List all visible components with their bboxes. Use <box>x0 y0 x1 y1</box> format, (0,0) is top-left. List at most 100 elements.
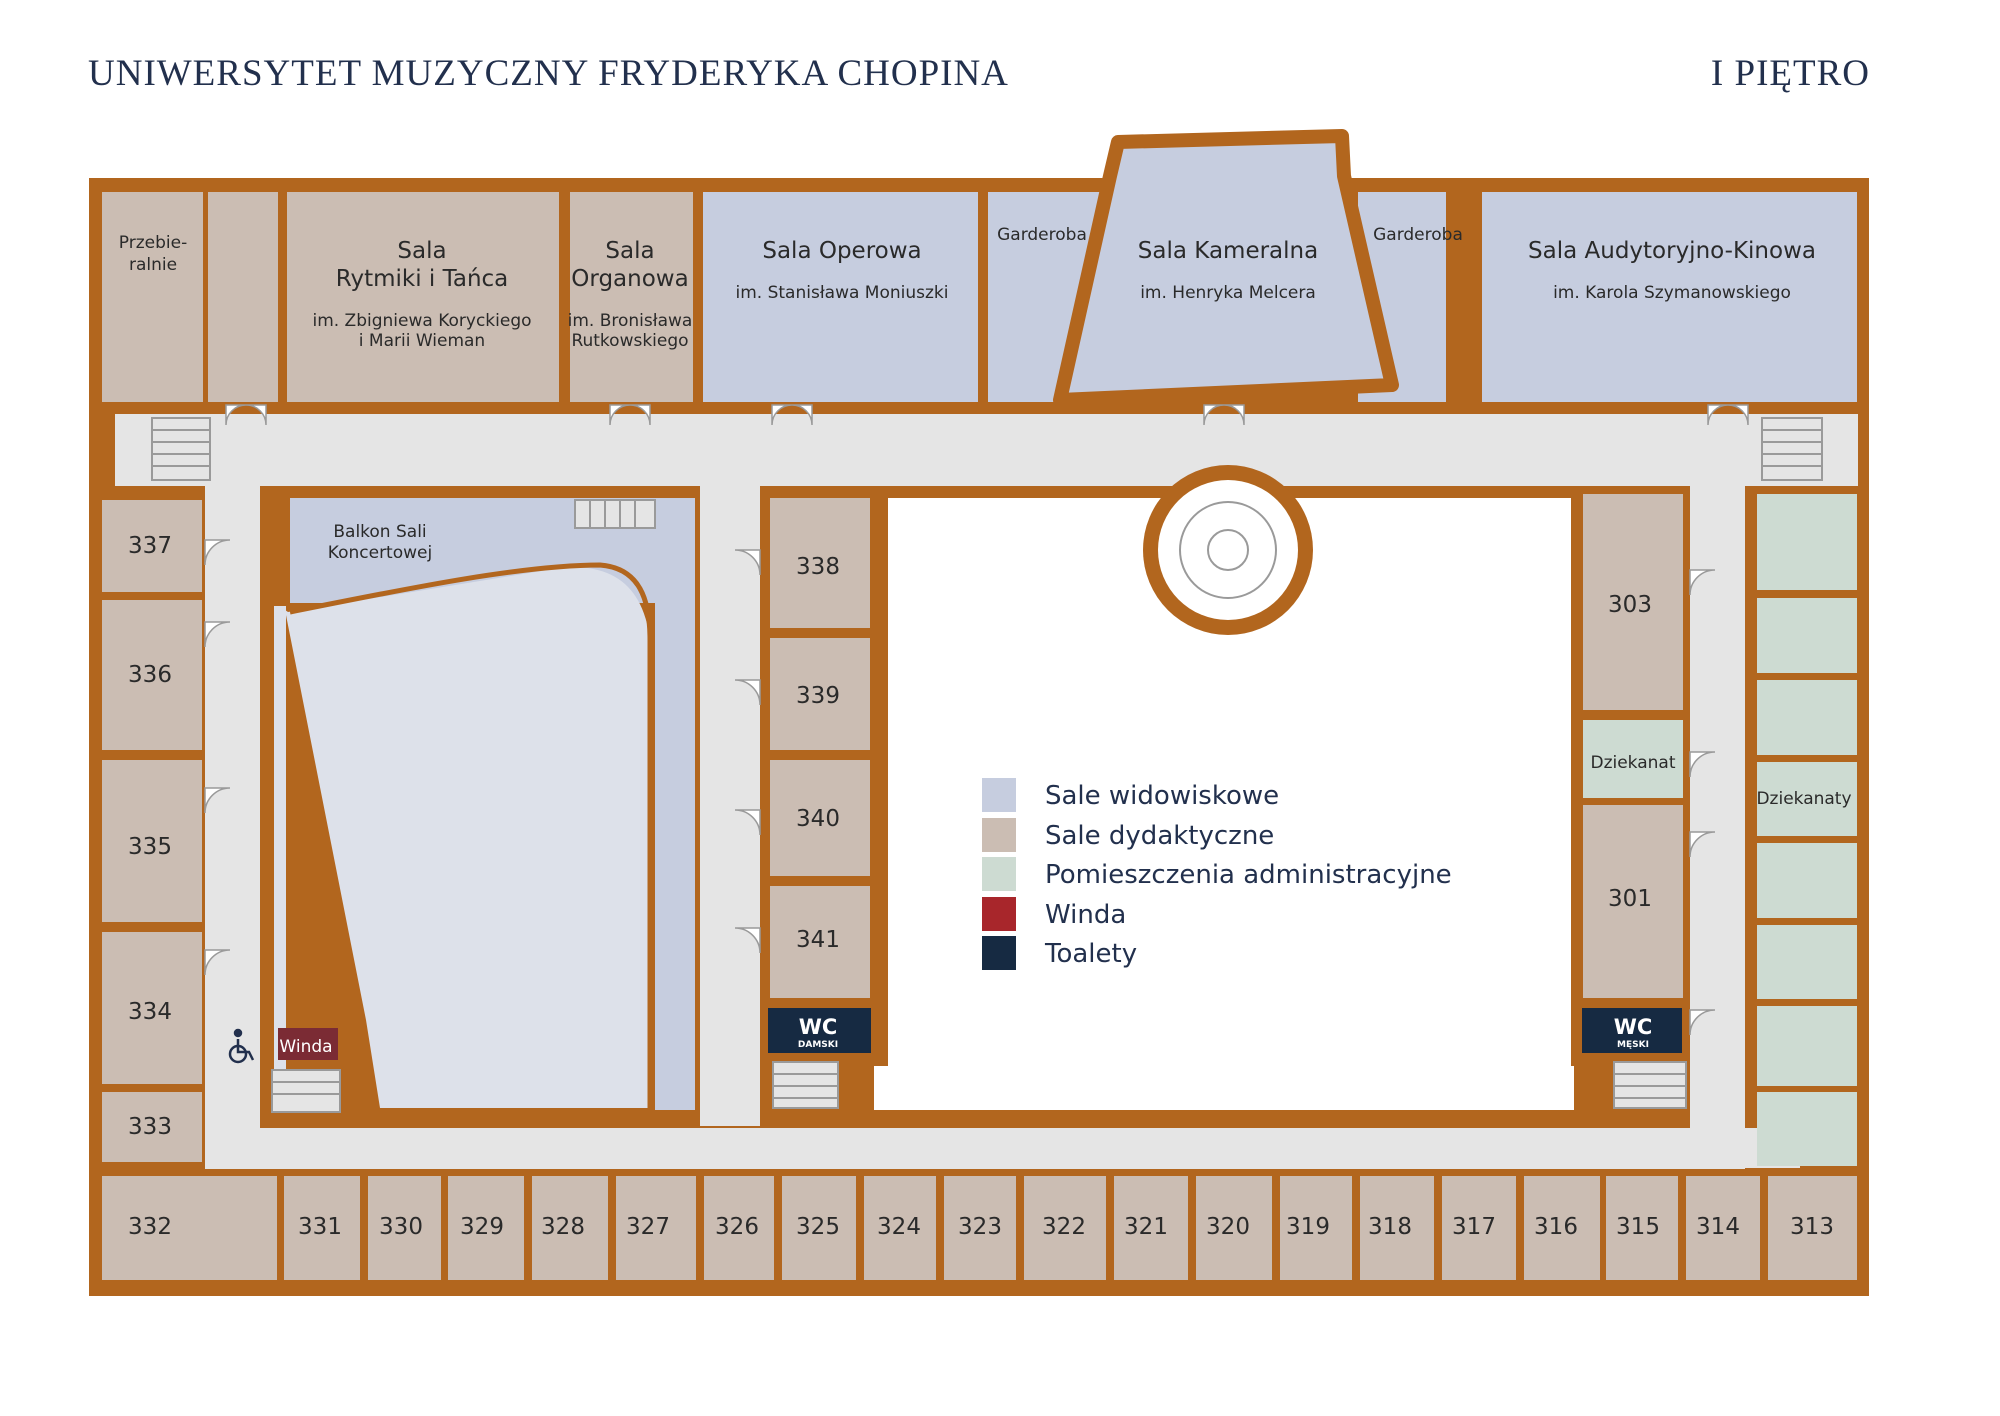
room-318[interactable] <box>1360 1176 1434 1280</box>
room-number: 303 <box>1608 592 1652 618</box>
stairs-icon <box>271 1069 341 1113</box>
label-dziekanat: Dziekanat <box>1590 753 1675 773</box>
room-338[interactable] <box>770 498 870 628</box>
room-331[interactable] <box>284 1176 360 1280</box>
legend-label: Sale dydaktyczne <box>1045 821 1274 851</box>
label-kameralna-sub: im. Henryka Melcera <box>1140 283 1316 303</box>
room-number: 331 <box>298 1214 342 1240</box>
room-sala-rytmiki[interactable] <box>287 192 559 402</box>
concert-hall-void <box>285 567 650 1108</box>
label-operowa: Sala Operowa <box>762 238 921 264</box>
room-sala-kameralna[interactable] <box>1053 129 1399 407</box>
room-dziekanat[interactable] <box>1583 720 1683 798</box>
legend-label: Sale widowiskowe <box>1045 781 1279 811</box>
label-rytmiki-2: Rytmiki i Tańca <box>336 266 509 292</box>
room-328[interactable] <box>532 1176 608 1280</box>
room-number: 313 <box>1790 1214 1834 1240</box>
room-number: 333 <box>128 1114 172 1140</box>
room-333[interactable] <box>102 1092 202 1162</box>
elevator-label: Winda <box>279 1037 332 1057</box>
label-organowa-sub1: im. Bronisława <box>568 311 693 331</box>
room-332[interactable] <box>102 1176 277 1280</box>
room-316[interactable] <box>1524 1176 1600 1280</box>
room-sala-organowa[interactable] <box>570 192 693 402</box>
label-rytmiki-sub1: im. Zbigniewa Koryckiego <box>312 311 531 331</box>
elevator-left[interactable] <box>278 1028 338 1060</box>
label-balkon-2: Koncertowej <box>328 543 432 563</box>
stairs-icon <box>1613 1061 1687 1109</box>
label-organowa-1: Sala <box>605 238 654 264</box>
corridors <box>115 414 1858 1169</box>
room-number: 338 <box>796 554 840 580</box>
toilet-damski[interactable] <box>768 1008 871 1053</box>
room-number: 317 <box>1452 1214 1496 1240</box>
toilet-meski[interactable] <box>1582 1008 1682 1053</box>
room-number: 321 <box>1124 1214 1168 1240</box>
room-321[interactable] <box>1114 1176 1188 1280</box>
legend: Sale widowiskowe Sale dydaktyczne Pomies… <box>982 778 1452 970</box>
room-dziekanaty[interactable] <box>1757 494 1857 1166</box>
room-327[interactable] <box>616 1176 696 1280</box>
room-315[interactable] <box>1606 1176 1678 1280</box>
room-sala-operowa[interactable] <box>703 192 978 402</box>
label-operowa-sub: im. Stanisława Moniuszki <box>736 283 949 303</box>
room-number: 324 <box>877 1214 921 1240</box>
room-sala-audytoryjna[interactable] <box>1482 192 1857 402</box>
room-320[interactable] <box>1196 1176 1272 1280</box>
room-number: 323 <box>958 1214 1002 1240</box>
room-319[interactable] <box>1280 1176 1352 1280</box>
room-337[interactable] <box>102 500 202 592</box>
room-317[interactable] <box>1442 1176 1516 1280</box>
room-339[interactable] <box>770 638 870 750</box>
label-organowa-sub2: Rutkowskiego <box>571 331 688 351</box>
room-przebieralnie-annex[interactable] <box>208 192 278 402</box>
door-swing-icon <box>204 404 1749 1036</box>
room-330[interactable] <box>368 1176 441 1280</box>
room-313[interactable] <box>1768 1176 1857 1280</box>
label-wc-meski-sub: MĘSKI <box>1617 1040 1649 1050</box>
room-314[interactable] <box>1686 1176 1760 1280</box>
legend-swatch <box>982 857 1016 891</box>
room-326[interactable] <box>704 1176 774 1280</box>
room-303[interactable] <box>1583 494 1683 710</box>
room-number: 322 <box>1042 1214 1086 1240</box>
room-przebieralnie[interactable] <box>102 192 203 402</box>
label-organowa-2: Organowa <box>571 266 688 292</box>
label-kameralna: Sala Kameralna <box>1138 238 1318 264</box>
legend-swatch <box>982 897 1016 931</box>
stairs-icon <box>574 499 656 529</box>
label-wc-damski-sub: DAMSKI <box>798 1040 838 1050</box>
room-number: 325 <box>796 1214 840 1240</box>
label-audytoryjna-sub: im. Karola Szymanowskiego <box>1553 283 1791 303</box>
legend-swatch <box>982 818 1016 852</box>
room-340[interactable] <box>770 760 870 876</box>
room-335[interactable] <box>102 760 202 922</box>
room-325[interactable] <box>782 1176 856 1280</box>
label-garderoba-right: Garderoba <box>1373 225 1463 245</box>
room-323[interactable] <box>944 1176 1016 1280</box>
room-number: 336 <box>128 662 172 688</box>
room-324[interactable] <box>864 1176 936 1280</box>
room-number: 314 <box>1696 1214 1740 1240</box>
room-329[interactable] <box>448 1176 524 1280</box>
room-341[interactable] <box>770 886 870 998</box>
room-number: 320 <box>1206 1214 1250 1240</box>
room-322[interactable] <box>1024 1176 1106 1280</box>
room-number: 341 <box>796 927 840 953</box>
room-336[interactable] <box>102 600 202 750</box>
floor-label: I PIĘTRO <box>1710 53 1870 94</box>
room-number: 326 <box>715 1214 759 1240</box>
label-wc-damski: WC <box>799 1015 838 1039</box>
room-number: 315 <box>1616 1214 1660 1240</box>
legend-label: Toalety <box>1044 939 1137 969</box>
room-number: 318 <box>1368 1214 1412 1240</box>
room-301[interactable] <box>1583 805 1683 998</box>
legend-label: Winda <box>1045 900 1126 930</box>
label-rytmiki-sub2: i Marii Wieman <box>359 331 485 351</box>
room-334[interactable] <box>102 932 202 1084</box>
legend-swatch <box>982 778 1016 812</box>
label-rytmiki-1: Sala <box>397 238 446 264</box>
label-przebieralnie-1: Przebie- <box>119 233 187 253</box>
stairs-icon <box>151 417 1823 481</box>
